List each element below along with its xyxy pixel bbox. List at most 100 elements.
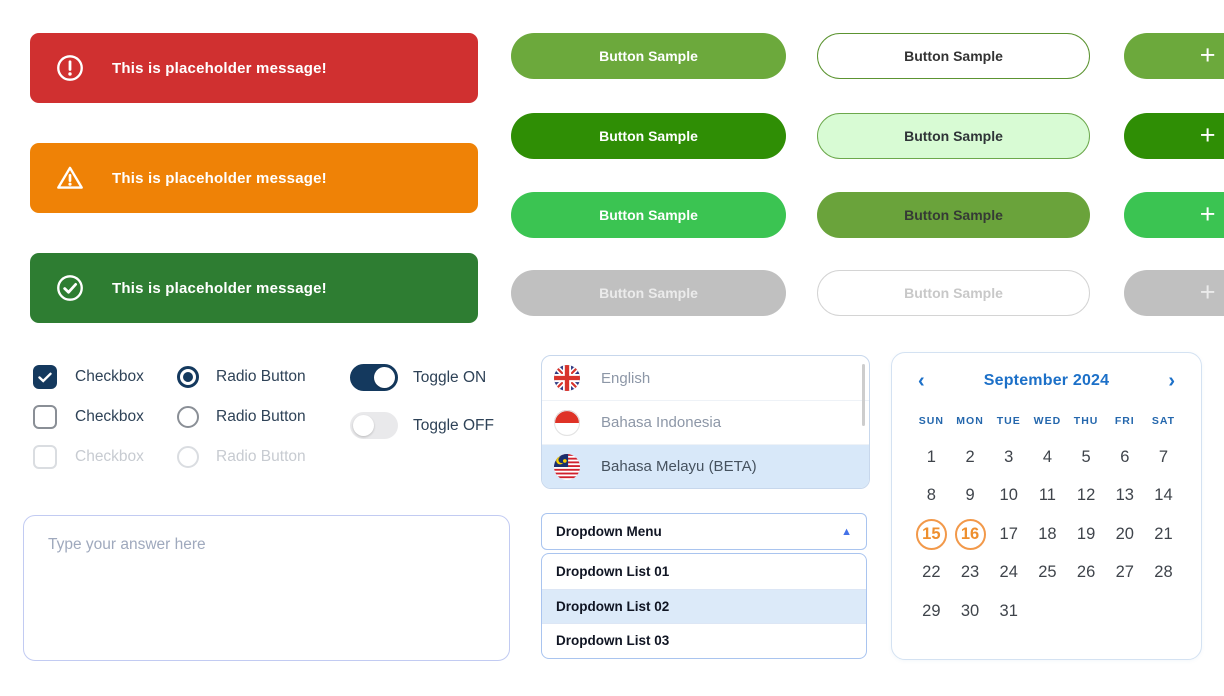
toggle-off[interactable]: [350, 412, 398, 439]
calendar-day[interactable]: 4: [1042, 447, 1052, 466]
calendar-day[interactable]: 23: [960, 563, 980, 582]
calendar-day[interactable]: 25: [1038, 563, 1057, 582]
calendar-day[interactable]: 12: [1076, 486, 1096, 505]
calendar-day[interactable]: 11: [1038, 486, 1056, 505]
calendar-day[interactable]: 3: [1004, 447, 1014, 466]
checkbox-label: Checkbox: [75, 408, 144, 425]
toggle-label: Toggle OFF: [413, 416, 494, 434]
button-label: Button Sample: [904, 128, 1003, 144]
button-outline[interactable]: Button Sample: [817, 33, 1090, 79]
calendar-day[interactable]: 19: [1076, 524, 1096, 543]
button-pressed[interactable]: Button Sample: [817, 192, 1090, 238]
calendar-day[interactable]: 8: [926, 486, 936, 505]
checkbox-unchecked[interactable]: [33, 405, 57, 429]
calendar-day[interactable]: 24: [999, 563, 1018, 582]
toggle-on[interactable]: [350, 364, 398, 391]
calendar-day[interactable]: 16: [951, 515, 990, 554]
plus-icon: +: [1199, 39, 1216, 70]
radio-selected[interactable]: [177, 366, 199, 388]
button-primary-dark[interactable]: Button Sample: [511, 113, 786, 159]
button-mint[interactable]: Button Sample: [817, 113, 1090, 159]
calendar-day[interactable]: 28: [1154, 563, 1173, 582]
weekday-label: WED: [1033, 415, 1062, 427]
language-label: English: [601, 369, 651, 387]
language-item-malaysia[interactable]: Bahasa Melayu (BETA): [542, 444, 869, 488]
check-icon: [38, 372, 52, 383]
calendar-day[interactable]: 5: [1081, 447, 1091, 466]
calendar-title: September 2024: [983, 372, 1110, 389]
calendar-day[interactable]: 27: [1115, 563, 1134, 582]
dropdown-menu-button[interactable]: Dropdown Menu ▲: [541, 513, 867, 550]
toggle-row-off: Toggle OFF: [350, 412, 494, 439]
alert-message: This is placeholder message!: [112, 59, 327, 77]
calendar-day[interactable]: 2: [965, 447, 975, 466]
toggle-knob: [353, 415, 374, 436]
calendar-day[interactable]: 17: [999, 524, 1018, 543]
checkbox-row-unchecked: Checkbox: [33, 405, 144, 429]
uk-flag-icon: [554, 365, 580, 391]
calendar-day[interactable]: 18: [1038, 524, 1057, 543]
button-label: Button Sample: [904, 48, 1003, 64]
checkbox-checked[interactable]: [33, 365, 57, 389]
button-add-dark[interactable]: +Button Sample: [1124, 113, 1224, 159]
button-add-bright[interactable]: +Button Sample: [1124, 192, 1224, 238]
button-add-medium[interactable]: +Button Sample: [1124, 33, 1224, 79]
calendar-day[interactable]: 14: [1154, 486, 1173, 505]
chevron-right-icon[interactable]: ›: [1168, 370, 1175, 392]
calendar-day[interactable]: 20: [1115, 524, 1134, 543]
dropdown-item-02[interactable]: Dropdown List 02: [542, 588, 866, 623]
chevron-left-icon[interactable]: ‹: [918, 370, 925, 392]
toggle-knob: [374, 367, 395, 388]
weekday-label: TUE: [996, 415, 1021, 427]
calendar-day[interactable]: 30: [960, 601, 980, 620]
calendar-weekday-row: SUN MON TUE WED THU FRI SAT: [912, 415, 1181, 427]
dropdown-item-03[interactable]: Dropdown List 03: [542, 623, 866, 658]
calendar-day[interactable]: 26: [1076, 563, 1096, 582]
calendar-day[interactable]: 29: [922, 601, 941, 620]
language-item-indonesia[interactable]: Bahasa Indonesia: [542, 400, 869, 444]
calendar-day[interactable]: 7: [1158, 447, 1169, 466]
weekday-label: THU: [1073, 415, 1099, 427]
weekday-label: SUN: [918, 415, 944, 427]
calendar-day[interactable]: 22: [922, 563, 941, 582]
toggle-label: Toggle ON: [413, 368, 487, 386]
button-label: Button Sample: [904, 285, 1003, 301]
radio-label: Radio Button: [216, 408, 306, 425]
language-list: English Bahasa Indonesia: [541, 355, 870, 489]
calendar-day[interactable]: 1: [926, 447, 936, 466]
dropdown-item-01[interactable]: Dropdown List 01: [556, 563, 670, 579]
calendar-day[interactable]: 15: [912, 515, 951, 554]
language-item-english[interactable]: English: [542, 356, 869, 400]
weekday-label: FRI: [1114, 415, 1135, 427]
calendar-day[interactable]: 6: [1120, 447, 1130, 466]
weekday-label: SAT: [1151, 415, 1176, 427]
calendar-day[interactable]: 9: [965, 486, 975, 505]
alert-error: This is placeholder message!: [30, 33, 478, 103]
radio-unselected[interactable]: [177, 406, 199, 428]
scrollbar-thumb[interactable]: [862, 364, 865, 426]
calendar-header: ‹ September 2024 ›: [892, 353, 1201, 391]
checkbox-row-checked: Checkbox: [33, 365, 144, 389]
button-primary-medium[interactable]: Button Sample: [511, 33, 786, 79]
calendar-day[interactable]: 21: [1154, 524, 1173, 543]
button-primary-bright[interactable]: Button Sample: [511, 192, 786, 238]
button-label: Button Sample: [904, 207, 1003, 223]
button-label: Button Sample: [599, 285, 698, 301]
button-disabled: Button Sample: [511, 270, 786, 316]
checkbox-row-disabled: Checkbox: [33, 445, 144, 469]
checkbox-disabled: [33, 445, 57, 469]
radio-row-selected: Radio Button: [177, 366, 306, 388]
calendar-day[interactable]: 31: [999, 601, 1018, 620]
indonesia-flag-icon: [554, 409, 580, 436]
checkbox-label: Checkbox: [75, 448, 144, 465]
checkbox-label: Checkbox: [75, 368, 144, 385]
alert-circle-icon: [57, 55, 83, 81]
weekday-label: MON: [956, 415, 984, 427]
plus-icon: +: [1199, 198, 1216, 229]
calendar-day[interactable]: 13: [1115, 486, 1134, 505]
alert-message: This is placeholder message!: [112, 279, 327, 297]
answer-textarea[interactable]: [23, 515, 510, 661]
calendar-day[interactable]: 10: [999, 486, 1018, 505]
